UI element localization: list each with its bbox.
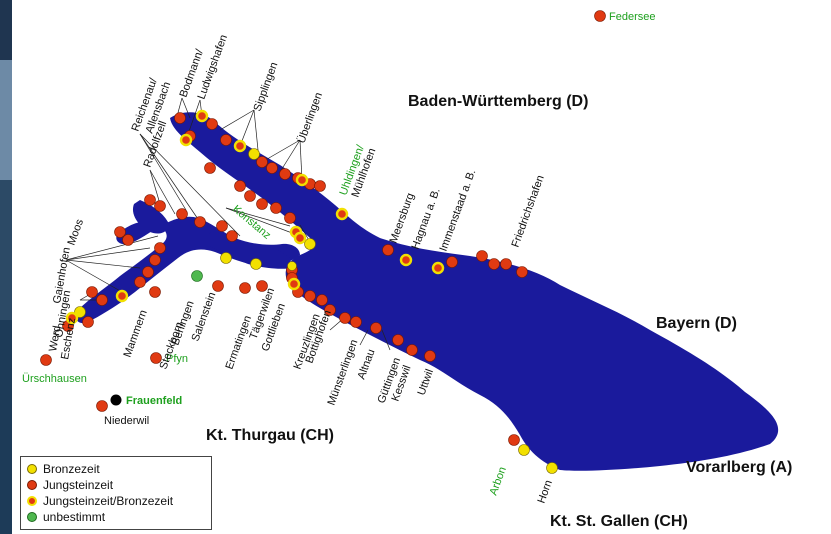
label-pfyn: Pfyn <box>166 353 188 365</box>
legend-item-bronze: Bronzezeit <box>27 461 100 477</box>
legend-item-undetermined: unbestimmt <box>27 509 105 525</box>
lake-body <box>75 112 779 471</box>
legend-swatch-neolithic <box>27 480 37 490</box>
sites-undetermined <box>191 270 203 282</box>
label-mammern: Mammern <box>122 308 150 359</box>
label-salenstein: Salenstein <box>190 291 219 343</box>
sites-bronze <box>74 148 558 474</box>
site-frauenfeld <box>110 394 122 406</box>
region-st-gallen: Kt. St. Gallen (CH) <box>550 513 688 530</box>
legend-swatch-bronze <box>27 464 37 474</box>
label-moos: Moos <box>66 217 87 247</box>
legend-label: unbestimmt <box>43 510 106 524</box>
region-baden-wuerttemberg: Baden-Württemberg (D) <box>408 93 588 110</box>
label-frauenfeld: Frauenfeld <box>126 395 182 407</box>
label-ueberlingen: Überlingen <box>296 91 325 145</box>
region-bayern: Bayern (D) <box>656 315 737 332</box>
label-uttwil: Uttwil <box>416 368 436 397</box>
legend-item-mixed: Jungsteinzeit/Bronzezeit <box>27 493 173 509</box>
label-niederwil: Niederwil <box>104 415 149 427</box>
label-altnau: Altnau <box>356 348 378 381</box>
legend-label: Bronzezeit <box>43 462 100 476</box>
legend-item-neolithic: Jungsteinzeit <box>27 477 113 493</box>
legend-label: Jungsteinzeit <box>43 478 114 492</box>
legend-swatch-mixed <box>27 496 37 506</box>
label-sipplingen: Sipplingen <box>252 61 281 113</box>
region-vorarlberg: Vorarlberg (A) <box>686 459 792 476</box>
label-ermatingen: Ermatingen <box>224 314 255 371</box>
label-friedrichshafen: Friedrichshafen <box>510 174 547 249</box>
label-werd: Werd <box>47 325 63 353</box>
label-horn: Horn <box>536 479 555 506</box>
connector-lines <box>65 97 391 351</box>
region-thurgau: Kt. Thurgau (CH) <box>206 427 334 444</box>
legend-label: Jungsteinzeit/Bronzezeit <box>43 494 174 508</box>
photo-strip <box>0 0 12 534</box>
legend-swatch-undetermined <box>27 512 37 522</box>
label-federsee: Federsee <box>609 11 655 23</box>
label-uerschhausen: Ürschhausen <box>22 373 87 385</box>
label-ludwigshafen: Ludwigshafen <box>196 33 230 101</box>
label-immenstaad: Immenstaad a. B. <box>438 168 479 253</box>
sites-mixed <box>65 109 445 325</box>
map-legend: Bronzezeit Jungsteinzeit Jungsteinzeit/B… <box>20 456 212 530</box>
label-arbon: Arbon <box>488 465 509 497</box>
label-muensterlingen: Münsterlingen <box>326 338 361 407</box>
